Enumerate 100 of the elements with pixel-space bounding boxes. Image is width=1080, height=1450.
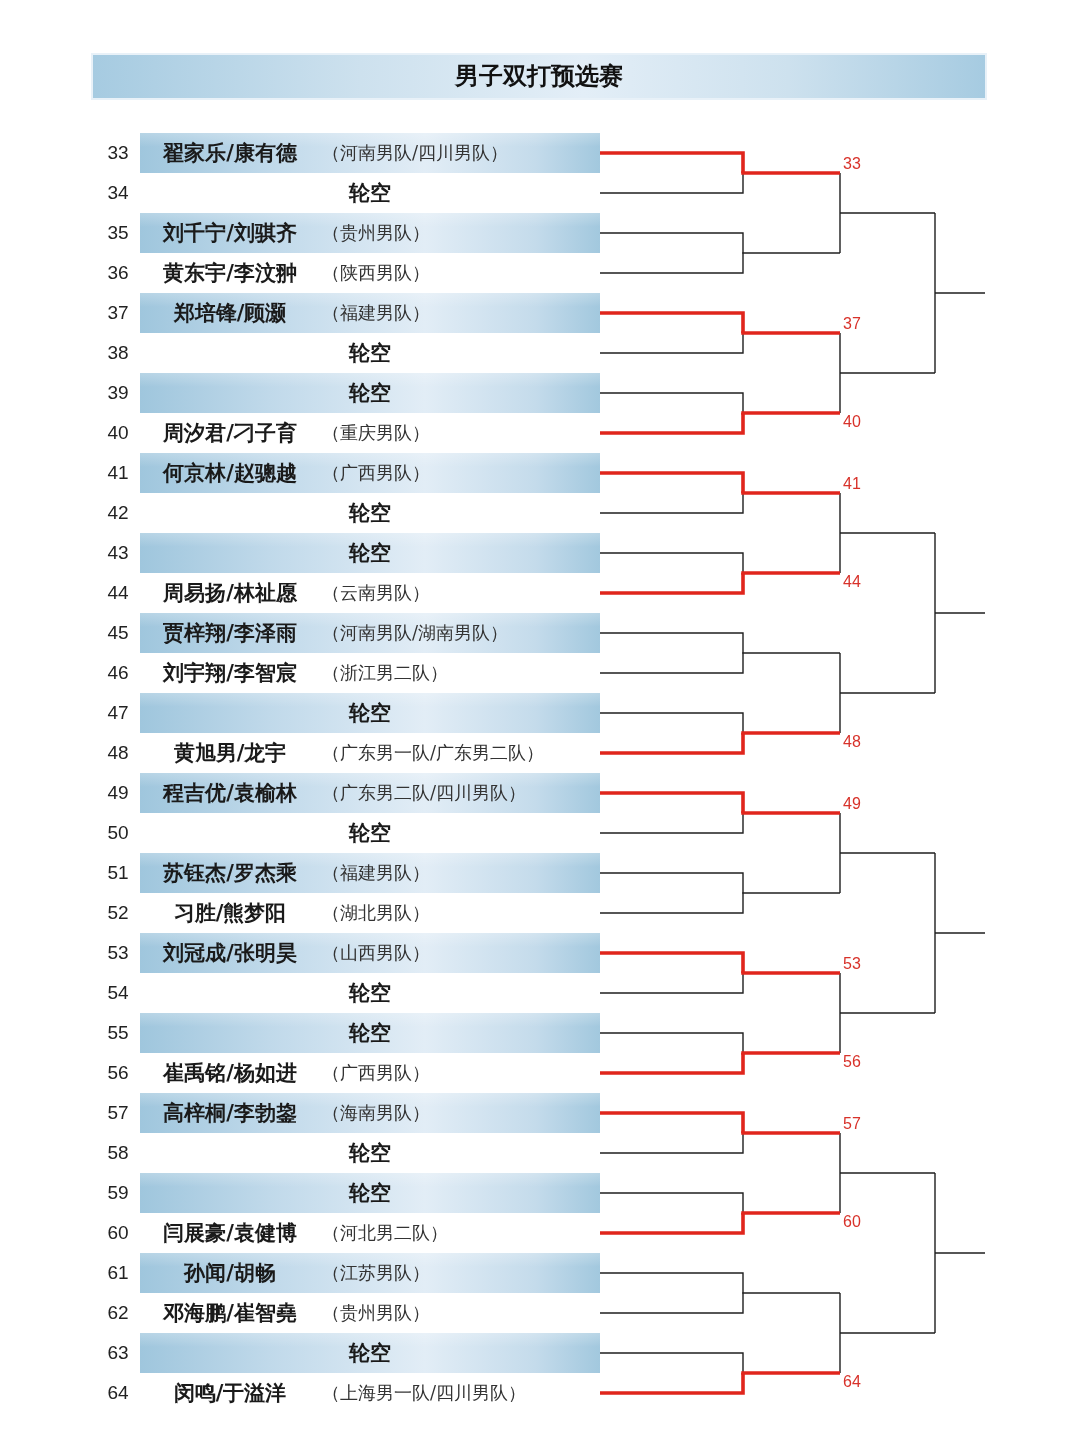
bracket-line <box>741 892 841 894</box>
row-number: 46 <box>107 662 129 684</box>
player-names: 苏钰杰/罗杰乘 <box>163 861 297 885</box>
row-band <box>140 933 600 973</box>
team-name: （广西男队） <box>322 1062 430 1084</box>
bracket-line <box>599 892 744 914</box>
bracket-line <box>741 1371 840 1375</box>
row-band <box>140 1093 600 1133</box>
row-number: 59 <box>107 1182 129 1204</box>
row-number: 53 <box>107 942 129 964</box>
bracket-line <box>741 331 840 335</box>
winner-number: 57 <box>840 1115 861 1133</box>
player-names: 闵鸣/于溢洋 <box>173 1381 287 1405</box>
row-number: 43 <box>107 542 129 564</box>
bracket-line <box>600 471 745 493</box>
row-band <box>140 453 600 493</box>
winner-number: 44 <box>840 573 861 591</box>
player-names: 邓海鹏/崔智堯 <box>163 1301 297 1325</box>
row-number: 40 <box>107 422 129 444</box>
player-names: 高梓桐/李勃鋆 <box>163 1101 297 1125</box>
team-name: （江苏男队） <box>322 1262 430 1284</box>
bracket-line <box>599 712 744 734</box>
row-number: 34 <box>107 182 129 204</box>
team-name: （山西男队） <box>322 942 430 964</box>
team-name: （河北男二队） <box>322 1222 448 1244</box>
bracket-line <box>599 652 744 674</box>
row-number: 50 <box>107 822 129 844</box>
row-band <box>140 1173 600 1213</box>
bye-label: 轮空 <box>349 1341 391 1365</box>
player-names: 刘千宁/刘骐齐 <box>163 221 297 245</box>
team-name: （广东男一队/广东男二队） <box>322 742 545 764</box>
winner-number: 56 <box>840 1053 861 1071</box>
bracket-line <box>599 1352 744 1374</box>
team-name: （浙江男二队） <box>322 662 448 684</box>
row-number: 57 <box>107 1102 129 1124</box>
bracket-line <box>741 1131 840 1135</box>
winner-number: 37 <box>840 315 861 333</box>
row-band <box>140 613 600 653</box>
bracket-line <box>600 151 745 173</box>
bracket-line <box>741 971 840 975</box>
row-number: 42 <box>107 502 129 524</box>
bracket-line <box>741 652 841 654</box>
bye-label: 轮空 <box>349 1141 391 1165</box>
bracket-line <box>600 1213 745 1235</box>
row-number: 51 <box>107 862 129 884</box>
bye-label: 轮空 <box>349 501 391 525</box>
bye-label: 轮空 <box>349 981 391 1005</box>
row-number: 52 <box>107 902 129 924</box>
bracket-line <box>741 811 840 815</box>
team-name: （河南男队/湖南男队） <box>322 622 509 644</box>
team-name: （湖北男队） <box>322 902 430 924</box>
row-number: 62 <box>107 1302 129 1324</box>
row-number: 49 <box>107 782 129 804</box>
row-band <box>140 1013 600 1053</box>
bracket-line <box>599 1132 744 1154</box>
bracket-line <box>599 252 744 274</box>
row-band <box>140 693 600 733</box>
winner-number: 49 <box>840 795 861 813</box>
row-number: 61 <box>107 1262 129 1284</box>
bracket-line <box>741 1292 841 1294</box>
team-name: （广东男二队/四川男队） <box>322 782 527 804</box>
row-band <box>140 533 600 573</box>
bracket-line <box>599 872 744 894</box>
row-band <box>140 133 600 173</box>
bracket-line <box>599 632 744 654</box>
bracket-line <box>741 731 840 735</box>
row-number: 45 <box>107 622 129 644</box>
player-names: 崔禹铭/杨如进 <box>163 1061 297 1085</box>
player-names: 郑培锋/顾灏 <box>173 301 287 325</box>
bracket-line <box>741 571 840 575</box>
team-name: （陕西男队） <box>322 262 430 284</box>
row-band <box>140 773 600 813</box>
bracket-line <box>599 1292 744 1314</box>
team-name: （广西男队） <box>322 462 430 484</box>
winner-number: 64 <box>840 1373 861 1391</box>
player-names: 黄东宇/李汶翀 <box>163 261 297 285</box>
bracket-line <box>599 812 744 834</box>
bracket-line <box>741 171 840 175</box>
team-name: （河南男队/四川男队） <box>322 142 509 164</box>
row-band <box>140 293 600 333</box>
bye-label: 轮空 <box>349 381 391 405</box>
winner-number: 60 <box>840 1213 861 1231</box>
bracket-line <box>600 573 745 595</box>
row-number: 60 <box>107 1222 129 1244</box>
row-number: 44 <box>107 582 129 604</box>
bracket-line <box>741 411 840 415</box>
player-names: 闫展豪/袁健博 <box>163 1221 297 1245</box>
bracket-line <box>599 972 744 994</box>
team-name: （云南男队） <box>322 582 430 604</box>
player-names: 何京林/赵骢越 <box>163 461 297 485</box>
row-band <box>140 853 600 893</box>
row-number: 33 <box>107 142 129 164</box>
player-names: 孙闻/胡畅 <box>184 1261 276 1285</box>
bracket-line <box>600 1111 745 1133</box>
team-name: （福建男队） <box>322 862 430 884</box>
player-names: 贾梓翔/李泽雨 <box>163 621 297 645</box>
player-names: 翟家乐/康有德 <box>163 141 297 165</box>
bracket-line <box>600 1053 745 1075</box>
winner-number: 33 <box>840 155 861 173</box>
team-name: （贵州男队） <box>322 222 430 244</box>
